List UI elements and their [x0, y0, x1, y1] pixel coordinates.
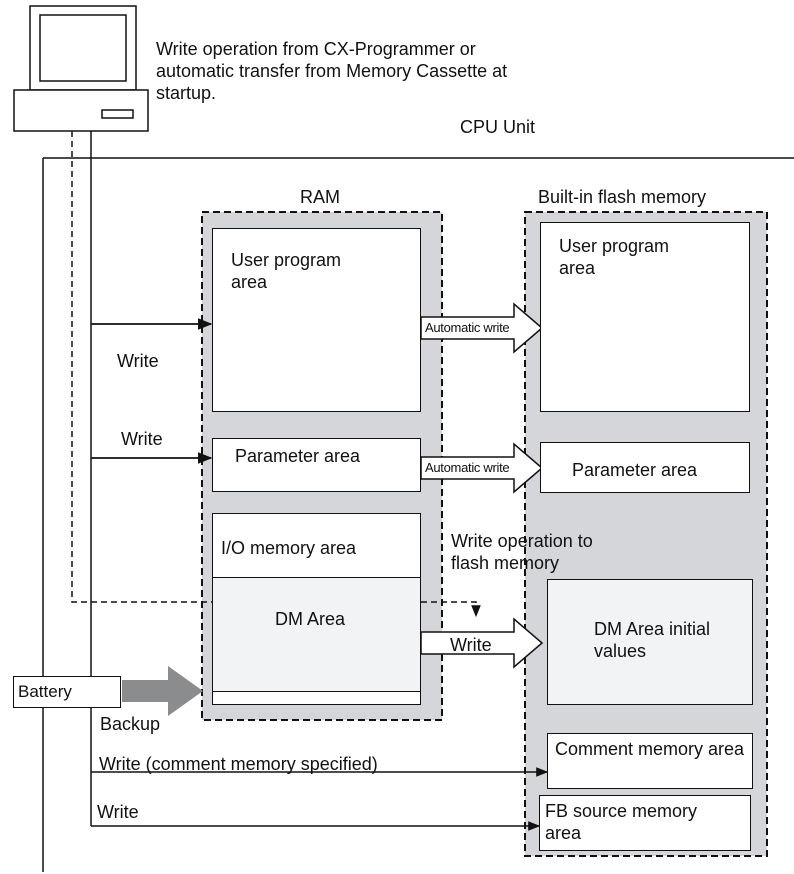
ram-user-program-label: User program area [231, 250, 342, 292]
flash-dm-initial-label: DM Area initial values [594, 619, 711, 661]
ram-dm-area-region: DM Area [213, 577, 420, 692]
write-dm-label: Write [450, 635, 492, 655]
block-arrow-automatic-write-1 [420, 302, 544, 354]
computer-icon [13, 5, 149, 132]
flash-parameter-box: Parameter area [540, 442, 750, 493]
cpu-unit-boundary [42, 157, 794, 872]
ram-io-memory-label: I/O memory area [221, 538, 357, 558]
ram-title: RAM [300, 187, 340, 207]
flash-dm-initial-box: DM Area initial values [547, 579, 753, 705]
flash-parameter-label: Parameter area [572, 460, 698, 480]
automatic-write-label-1: Automatic write [425, 320, 510, 335]
flash-title: Built-in flash memory [538, 187, 707, 207]
write-comment-label: Write (comment memory specified) [99, 754, 378, 774]
write-fb-label: Write [97, 802, 139, 822]
flash-user-program-box: User program area [540, 222, 750, 412]
backup-label: Backup [100, 714, 161, 734]
flash-comment-memory-label: Comment memory area [555, 739, 745, 759]
ram-parameter-label: Parameter area [235, 446, 361, 466]
battery-box: Battery [13, 676, 121, 708]
write-label-2: Write [121, 429, 163, 449]
write-to-flash-label: Write operation to flash memory [451, 531, 593, 573]
ram-parameter-box: Parameter area [212, 438, 421, 492]
flash-fb-source-label: FB source memory area [545, 801, 698, 843]
automatic-write-label-2: Automatic write [425, 460, 510, 475]
flash-user-program-label: User program area [559, 236, 670, 278]
ram-user-program-box: User program area [212, 228, 421, 412]
flash-comment-memory-box: Comment memory area [547, 733, 753, 789]
flash-fb-source-box: FB source memory area [539, 795, 751, 851]
ram-io-dm-box: I/O memory area DM Area [212, 513, 421, 705]
block-arrow-write-dm [420, 617, 544, 669]
write-label-1: Write [117, 351, 159, 371]
cpu-unit-label: CPU Unit [460, 117, 536, 137]
ram-dm-area-label: DM Area [275, 609, 346, 629]
block-arrow-automatic-write-2 [420, 442, 544, 494]
battery-backup-arrow [122, 666, 203, 716]
source-description: Write operation from CX-Programmer or au… [156, 39, 508, 103]
